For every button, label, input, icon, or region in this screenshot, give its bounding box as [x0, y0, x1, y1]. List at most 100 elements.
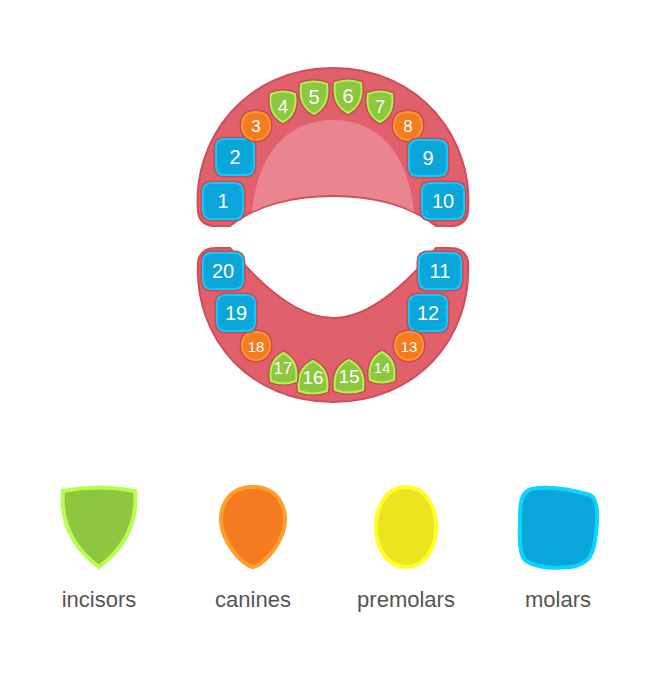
- tooth-number: 17: [274, 360, 293, 377]
- tooth-body: [419, 253, 461, 289]
- tooth-rim: [203, 183, 243, 219]
- tooth-number: 9: [422, 148, 433, 168]
- legend-swatch: [221, 487, 285, 567]
- legend-swatch: [63, 488, 136, 568]
- tooth: 12: [409, 295, 447, 331]
- tooth: 16: [297, 361, 329, 394]
- tooth-number: 6: [342, 86, 353, 106]
- legend-item: canines: [215, 487, 291, 613]
- tooth-rim: [242, 332, 270, 360]
- legend-swatch: [376, 487, 436, 567]
- tooth-number: 16: [302, 368, 323, 387]
- tooth: 20: [203, 253, 243, 289]
- tooth: 6: [333, 80, 363, 113]
- tooth-body: [217, 295, 255, 331]
- tooth-rim: [335, 360, 364, 393]
- legend-swatch-box: [376, 487, 436, 567]
- tooth-body: [409, 140, 447, 176]
- tooth: 4: [269, 91, 297, 122]
- tooth-number: 18: [248, 339, 265, 354]
- tooth-body: [271, 91, 296, 122]
- tooth-number: 10: [432, 191, 454, 211]
- tooth: 11: [419, 253, 461, 289]
- tooth-rim: [419, 253, 461, 289]
- tooth-body: [301, 81, 328, 114]
- tooth: 15: [333, 360, 365, 393]
- tooth-rim: [216, 139, 254, 175]
- tooth-body: [242, 332, 270, 360]
- tooth-rim: [203, 253, 243, 289]
- tooth-number: 8: [403, 118, 412, 135]
- tooth-body: [370, 352, 395, 383]
- tooth-number: 19: [225, 303, 247, 323]
- tooth-rim: [242, 112, 270, 140]
- tooth-rim: [409, 140, 447, 176]
- tooth-number: 4: [278, 97, 289, 116]
- tooth-number: 15: [338, 367, 359, 386]
- upper-gum: [198, 68, 469, 226]
- tooth-rim: [270, 353, 296, 384]
- tooth-body: [270, 353, 296, 384]
- tooth-rim: [395, 332, 423, 360]
- tooth-rim: [409, 295, 447, 331]
- legend-item: molars: [518, 487, 598, 613]
- tooth-rim: [335, 80, 362, 113]
- legend-swatch: [520, 488, 597, 568]
- tooth: 18: [242, 332, 270, 360]
- tooth-body: [409, 295, 447, 331]
- tooth: 8: [394, 112, 422, 140]
- tooth-body: [394, 112, 422, 140]
- tooth-number: 20: [212, 261, 234, 281]
- tooth: 1: [203, 183, 243, 219]
- tooth-body: [299, 361, 328, 394]
- tooth-rim: [422, 183, 464, 219]
- tooth-rim: [217, 295, 255, 331]
- legend-swatch-box: [219, 487, 287, 567]
- tooth-body: [216, 139, 254, 175]
- tooth-rim: [299, 361, 328, 394]
- tooth-body: [203, 183, 243, 219]
- tooth: 14: [368, 352, 396, 383]
- tooth-number: 2: [229, 147, 240, 167]
- tooth-rim: [301, 81, 328, 114]
- tooth: 9: [409, 140, 447, 176]
- legend-swatch-box: [59, 487, 139, 567]
- tooth-number: 13: [401, 339, 418, 354]
- tooth: 13: [395, 332, 423, 360]
- tooth: 5: [299, 81, 329, 114]
- tooth-body: [395, 332, 423, 360]
- legend-swatch-box: [518, 487, 598, 567]
- tooth-number: 12: [417, 303, 439, 323]
- tooth: 17: [269, 353, 298, 384]
- tooth: 3: [242, 112, 270, 140]
- tooth-number: 7: [375, 97, 386, 116]
- tooth-number: 1: [217, 191, 228, 211]
- legend-item: incisors: [59, 487, 139, 613]
- tooth-rim: [394, 112, 422, 140]
- lower-gum: [198, 248, 468, 402]
- tooth: 19: [217, 295, 255, 331]
- tooth-body: [335, 80, 362, 113]
- tooth-rim: [370, 352, 395, 383]
- tooth-body: [335, 360, 364, 393]
- tooth-body: [242, 112, 270, 140]
- tooth: 10: [422, 183, 464, 219]
- tooth-number: 5: [308, 87, 319, 107]
- legend-label: canines: [215, 587, 291, 613]
- tooth-body: [422, 183, 464, 219]
- tooth-rim: [271, 91, 296, 122]
- palate: [252, 120, 414, 212]
- tooth: 7: [366, 91, 394, 122]
- legend-label: incisors: [62, 587, 137, 613]
- legend-item: premolars: [357, 487, 455, 613]
- tooth-number: 3: [251, 118, 260, 135]
- tooth-body: [368, 91, 393, 122]
- tooth-body: [203, 253, 243, 289]
- legend-label: premolars: [357, 587, 455, 613]
- tooth-number: 14: [374, 360, 391, 375]
- legend-label: molars: [525, 587, 591, 613]
- tooth-number: 11: [430, 261, 451, 281]
- tooth: 2: [216, 139, 254, 175]
